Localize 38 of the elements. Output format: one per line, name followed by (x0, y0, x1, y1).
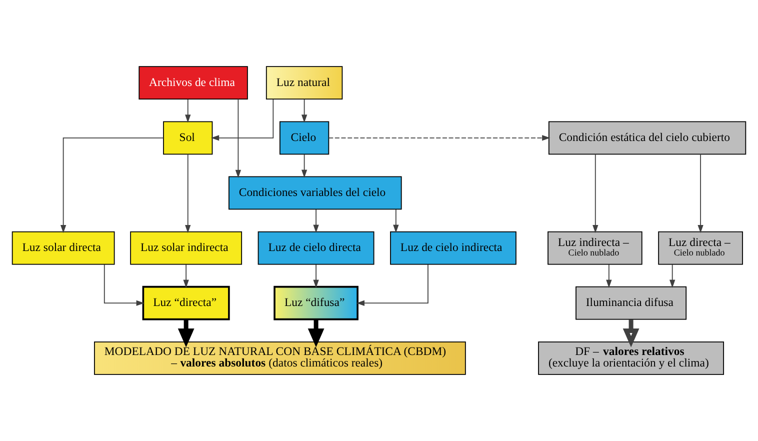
node-box: Archivos de clima (138, 66, 248, 100)
node-box: Condición estática del cielo cubierto (548, 121, 746, 155)
node-box: Luz solar directa (12, 231, 115, 265)
arrow (185, 154, 191, 234)
arrow (178, 320, 194, 348)
arrow (592, 154, 598, 234)
arrow (301, 154, 308, 178)
node-box: Cielo (279, 121, 330, 155)
node-box: Luz “directa” (142, 286, 230, 320)
node-box: Sol (163, 121, 213, 155)
node-box: Luz “difusa” (274, 286, 358, 320)
node-box: Luz indirecta – Cielo nublado (548, 231, 642, 265)
arrow (183, 264, 189, 288)
arrow (393, 209, 399, 233)
node-box: Luz directa – Cielo nublado (658, 231, 743, 265)
arrow (328, 135, 550, 141)
arrow (669, 264, 676, 288)
arrow (210, 98, 274, 141)
arrow (622, 320, 640, 348)
node-box: DF – valores relativos (excluye la orientación y el clima) (538, 341, 724, 375)
arrow (104, 264, 144, 306)
arrow (313, 264, 319, 288)
arrow (698, 154, 704, 234)
arrow (301, 98, 308, 123)
node-box: Luz de cielo directa (258, 231, 374, 265)
arrow (313, 209, 319, 233)
node-box: Luz natural (266, 66, 343, 100)
arrow (308, 320, 324, 348)
arrow (356, 264, 428, 306)
node-box: Luz solar indirecta (130, 231, 242, 265)
node-box: Luz de cielo indirecta (390, 231, 516, 265)
arrow (60, 137, 164, 234)
arrow (606, 264, 612, 288)
arrow (185, 98, 191, 123)
node-box: Condiciones variables del cielo (228, 176, 402, 210)
node-box: MODELADO DE LUZ NATURAL CON BASE CLIMÁTICA (CBDM) – valores absolutos (datos climáticos reales) (94, 341, 466, 375)
arrow (235, 98, 242, 178)
node-box: Iluminancia difusa (576, 286, 687, 320)
